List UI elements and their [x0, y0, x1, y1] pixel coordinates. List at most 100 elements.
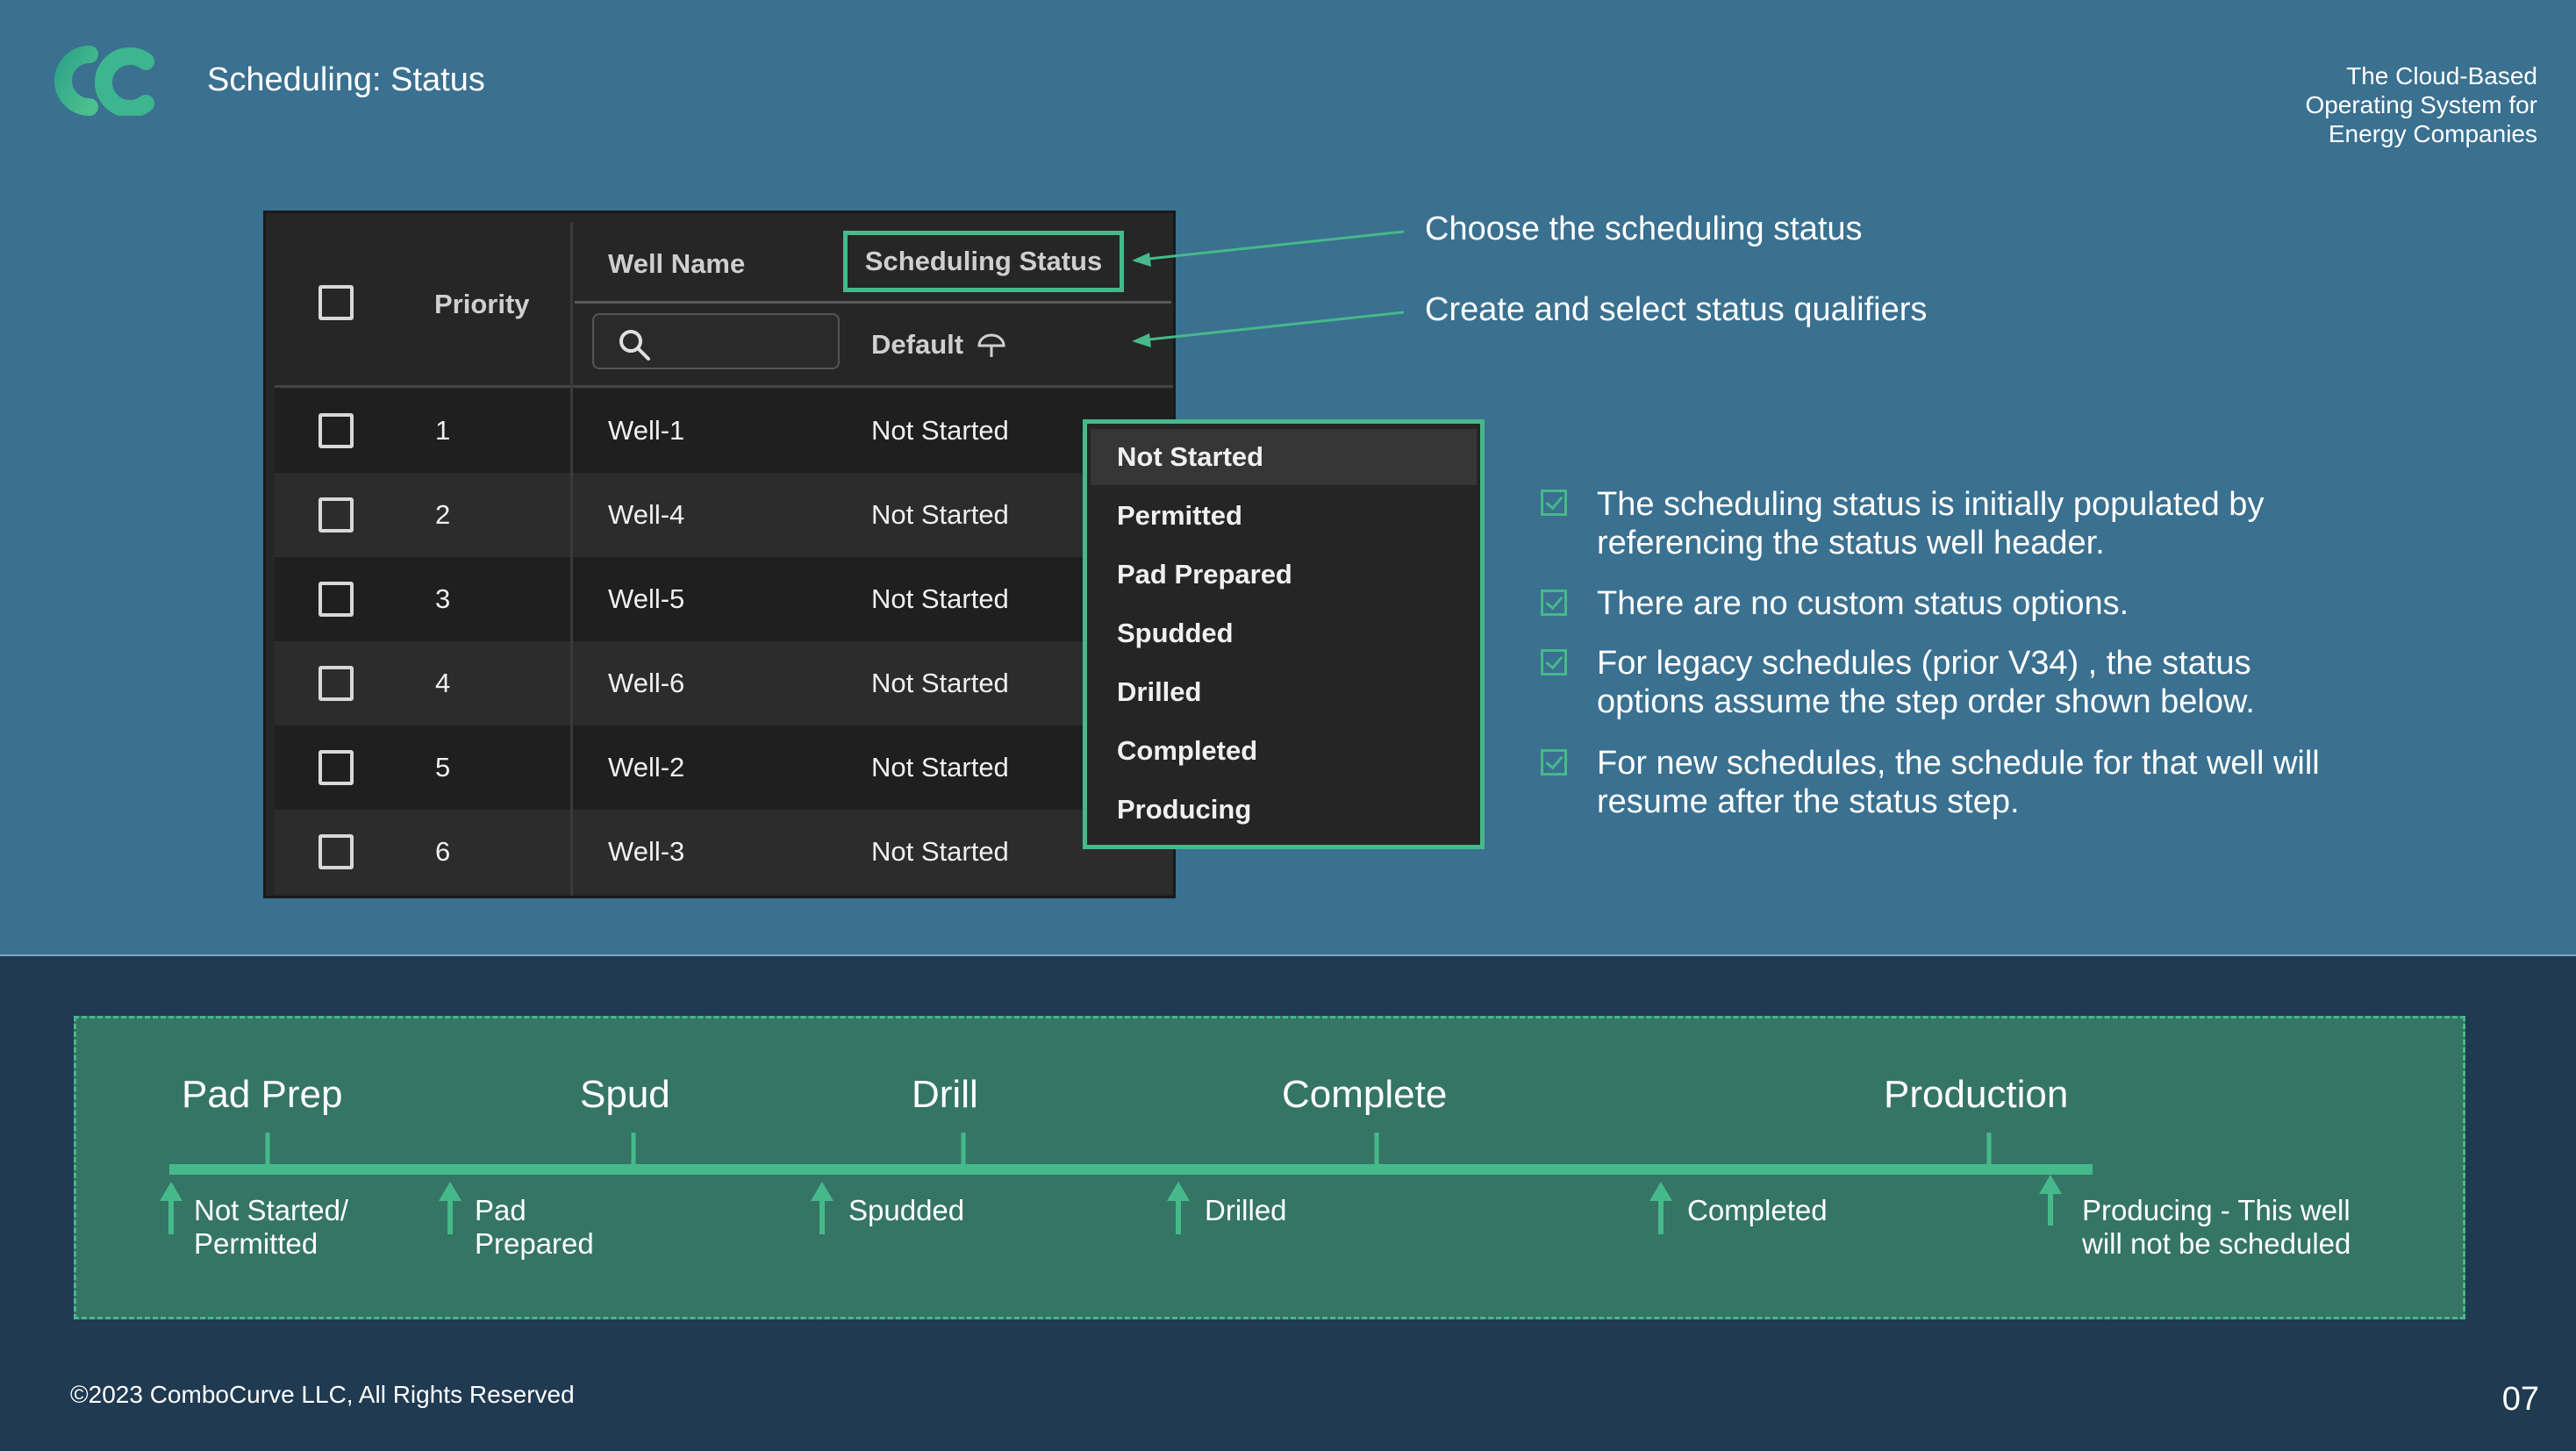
marker-label: Not Started/ Permitted: [194, 1194, 348, 1261]
status-cell[interactable]: Not Started: [871, 836, 1009, 867]
priority-cell: 5: [435, 752, 451, 783]
timeline-track: [160, 1133, 2093, 1234]
row-checkbox[interactable]: [318, 413, 354, 448]
well-name-cell: Well-2: [608, 752, 685, 783]
well-name-header[interactable]: Well Name: [608, 248, 746, 279]
tagline-line: Operating System for: [2305, 91, 2537, 118]
table-row[interactable]: 4 Well-6 Not Started: [275, 641, 1173, 726]
marker-arrow-icon: [2039, 1175, 2062, 1226]
status-cell[interactable]: Not Started: [871, 415, 1009, 446]
marker-label-line: will not be scheduled: [2082, 1227, 2351, 1260]
marker-arrow-icon: [439, 1182, 462, 1234]
well-name-cell: Well-6: [608, 668, 685, 698]
marker-label-line: Not Started/: [194, 1194, 349, 1226]
select-all-checkbox[interactable]: [318, 285, 354, 320]
marker-label: Spudded: [848, 1194, 965, 1226]
dropdown-option-spudded[interactable]: Spudded: [1117, 618, 1234, 648]
status-cell[interactable]: Not Started: [871, 752, 1009, 783]
schedule-table-screenshot: Priority Well Name Scheduling Status Def…: [263, 211, 1176, 898]
marker-label-line: Permitted: [194, 1227, 318, 1260]
table-row[interactable]: 1 Well-1 Not Started: [275, 389, 1173, 473]
stage-production: Production: [1884, 1073, 2069, 1116]
combocurve-logo-icon: [54, 46, 154, 116]
dropdown-option-completed[interactable]: Completed: [1117, 735, 1258, 766]
copyright-text: ©2023 ComboCurve LLC, All Rights Reserve…: [70, 1381, 575, 1408]
marker-arrow-icon: [1167, 1182, 1190, 1234]
stage-drill: Drill: [912, 1073, 978, 1116]
marker-label: Pad Prepared: [475, 1194, 594, 1261]
checkbox-bullet-icon: [1541, 590, 1567, 616]
bullet-line: The scheduling status is initially popul…: [1597, 486, 2265, 523]
priority-cell: 2: [435, 499, 451, 530]
marker-label: Producing - This well will not be schedu…: [2082, 1194, 2351, 1261]
dropdown-option-not-started[interactable]: Not Started: [1091, 429, 1477, 485]
well-name-cell: Well-5: [608, 583, 685, 614]
well-name-cell: Well-3: [608, 836, 685, 867]
checkbox-bullet-icon: [1541, 490, 1567, 516]
page-title: Scheduling: Status: [207, 61, 485, 98]
status-qualifier-select[interactable]: Default: [871, 329, 1006, 361]
table-row[interactable]: 2 Well-4 Not Started: [275, 473, 1173, 557]
marker-label: Completed: [1687, 1194, 1828, 1226]
row-checkbox[interactable]: [318, 666, 354, 701]
priority-cell: 4: [435, 668, 451, 698]
well-name-search-input[interactable]: [592, 313, 840, 369]
tagline: The Cloud-Based Operating System for Ene…: [2186, 61, 2537, 148]
qualifier-label: Default: [871, 329, 964, 360]
table-row[interactable]: 3 Well-5 Not Started: [275, 557, 1173, 641]
marker-label-line: Prepared: [475, 1227, 594, 1260]
bullet-item: For new schedules, the schedule for that…: [1597, 744, 2474, 821]
section-divider: [0, 954, 2576, 956]
search-icon: [619, 330, 650, 361]
bullet-line: options assume the step order shown belo…: [1597, 683, 2255, 720]
row-checkbox[interactable]: [318, 834, 354, 869]
marker-arrow-icon: [160, 1182, 182, 1234]
status-cell[interactable]: Not Started: [871, 668, 1009, 698]
scheduling-status-label: Scheduling Status: [864, 246, 1103, 276]
bullet-line: For legacy schedules (prior V34) , the s…: [1597, 645, 2251, 682]
marker-arrow-icon: [1649, 1182, 1672, 1234]
bullet-line: referencing the status well header.: [1597, 525, 2105, 561]
bullet-line: For new schedules, the schedule for that…: [1597, 745, 2320, 782]
dropdown-option-drilled[interactable]: Drilled: [1117, 676, 1202, 707]
priority-header[interactable]: Priority: [434, 289, 530, 319]
status-cell[interactable]: Not Started: [871, 583, 1009, 614]
priority-cell: 6: [435, 836, 451, 867]
priority-cell: 3: [435, 583, 451, 614]
header-bottom-border: [275, 385, 1173, 388]
table-row[interactable]: 6 Well-3 Not Started: [275, 810, 1173, 894]
marker-label-line: Producing - This well: [2082, 1194, 2351, 1226]
row-checkbox[interactable]: [318, 497, 354, 533]
marker-arrow-icon: [811, 1182, 834, 1234]
marker-label: Drilled: [1205, 1194, 1287, 1226]
callout-choose-status: Choose the scheduling status: [1425, 211, 1863, 247]
bullet-item: There are no custom status options.: [1597, 584, 2474, 623]
row-checkbox[interactable]: [318, 582, 354, 617]
table-row[interactable]: 5 Well-2 Not Started: [275, 726, 1173, 810]
status-cell[interactable]: Not Started: [871, 499, 1009, 530]
dropdown-option-permitted[interactable]: Permitted: [1117, 500, 1242, 531]
checkbox-bullet-icon: [1541, 649, 1567, 675]
stage-complete: Complete: [1282, 1073, 1448, 1116]
bullet-line: There are no custom status options.: [1597, 585, 2129, 622]
scheduling-status-header[interactable]: Scheduling Status: [843, 231, 1124, 292]
stage-pad-prep: Pad Prep: [182, 1073, 343, 1116]
dropdown-option-pad-prepared[interactable]: Pad Prepared: [1117, 559, 1292, 590]
status-timeline-panel: Pad Prep Spud Drill Complete Production …: [74, 1016, 2465, 1319]
well-name-cell: Well-1: [608, 415, 685, 446]
bullet-line: resume after the status step.: [1597, 783, 2020, 820]
well-name-cell: Well-4: [608, 499, 685, 530]
marker-label-line: Pad: [475, 1194, 526, 1226]
bullet-item: The scheduling status is initially popul…: [1597, 485, 2474, 562]
header-divider: [575, 301, 1171, 304]
tagline-line: Energy Companies: [2328, 120, 2537, 147]
bullet-item: For legacy schedules (prior V34) , the s…: [1597, 644, 2474, 721]
dropdown-option-producing[interactable]: Producing: [1117, 794, 1252, 825]
row-checkbox[interactable]: [318, 750, 354, 785]
tagline-line: The Cloud-Based: [2346, 62, 2537, 89]
column-divider: [570, 222, 573, 896]
qualifier-umbrella-icon: [977, 333, 1005, 357]
page-number: 07: [2501, 1381, 2539, 1418]
callout-status-qualifiers: Create and select status qualifiers: [1425, 291, 1928, 328]
stage-spud: Spud: [580, 1073, 670, 1116]
